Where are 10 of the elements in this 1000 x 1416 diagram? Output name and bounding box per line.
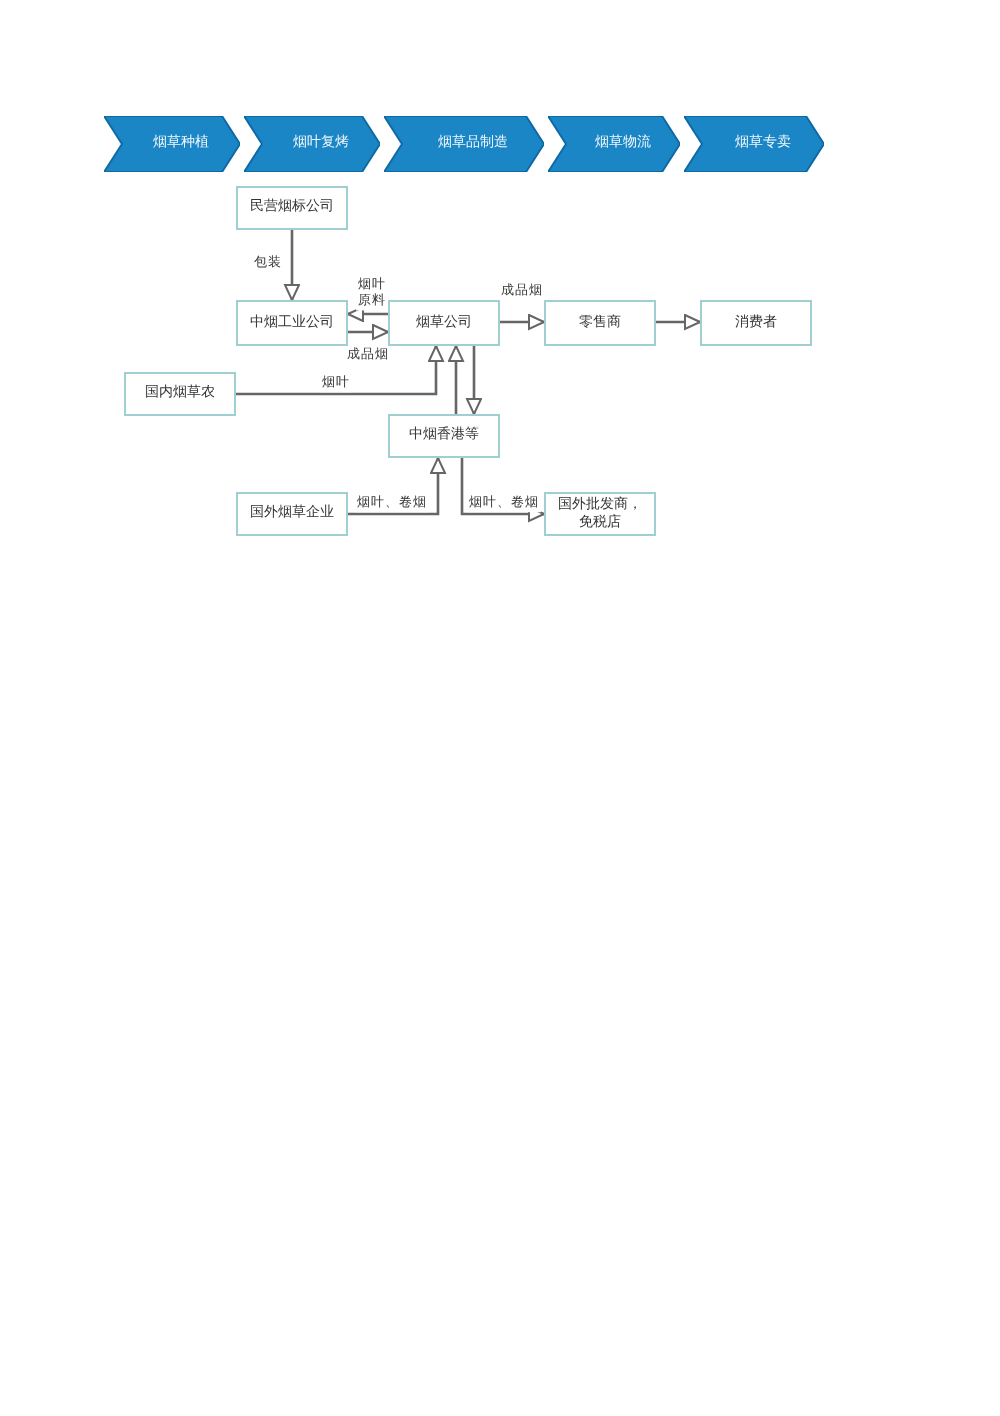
arrow bbox=[236, 345, 444, 396]
arrow bbox=[284, 230, 300, 301]
arrow bbox=[656, 314, 701, 330]
arrow bbox=[347, 306, 388, 322]
arrow bbox=[348, 457, 446, 516]
arrow bbox=[500, 314, 545, 330]
arrow bbox=[348, 324, 389, 340]
arrow bbox=[448, 345, 464, 414]
arrow bbox=[466, 346, 482, 415]
arrow bbox=[460, 458, 545, 522]
